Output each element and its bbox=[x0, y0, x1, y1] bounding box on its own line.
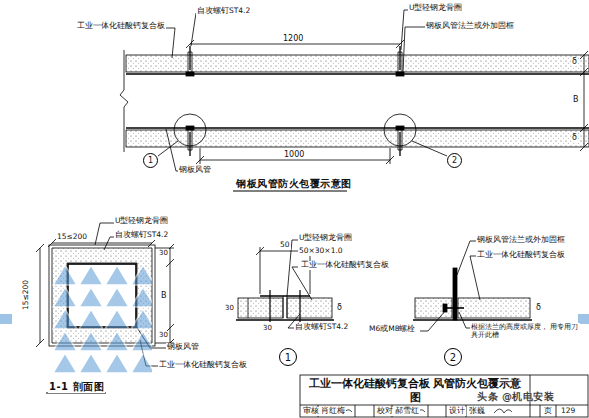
watermark: 头条 @机电安装 bbox=[476, 391, 555, 403]
table-cell: 张巍 bbox=[468, 407, 486, 416]
callout-number: 1 bbox=[148, 156, 153, 165]
dimension: B bbox=[160, 291, 168, 300]
callout-number: 2 bbox=[452, 156, 457, 165]
dimension: 1200 bbox=[282, 34, 304, 43]
dimension: 30 bbox=[262, 324, 273, 332]
table-cell: 校对 bbox=[376, 407, 394, 416]
callout-number: 1 bbox=[285, 352, 291, 363]
detail-callout-circle: 2 bbox=[444, 348, 462, 366]
callout-text: 钢板风管 bbox=[166, 343, 200, 352]
callout-text: 自攻螺钉ST4.2 bbox=[294, 323, 349, 332]
callout-text: 自攻螺钉ST4.2 bbox=[114, 231, 169, 240]
dimension: δ bbox=[336, 303, 343, 312]
callout-text: U型轻钢龙骨圈 bbox=[408, 4, 464, 13]
dimension: 30 bbox=[158, 249, 169, 257]
dimension: δ bbox=[535, 303, 542, 312]
detail-callout-circle: 2 bbox=[447, 153, 462, 168]
callout-number: 2 bbox=[450, 352, 456, 363]
dimension: δ bbox=[571, 133, 578, 142]
detail-callout-circle: 1 bbox=[279, 348, 297, 366]
detail-callout-circle: 1 bbox=[143, 153, 158, 168]
callout-text: 钢板风管法兰或外加固框 bbox=[476, 236, 566, 245]
dimension: B bbox=[572, 95, 580, 104]
dimension: 30 bbox=[224, 304, 235, 312]
callout-text: 钢板风管 bbox=[178, 166, 212, 175]
callout-text: 工业一体化硅酸钙复合板 bbox=[300, 261, 390, 270]
dimension: 50 bbox=[279, 241, 291, 250]
callout-text: 工业一体化硅酸钙复合板 bbox=[158, 361, 248, 370]
table-cell: 肖红梅 bbox=[320, 407, 346, 416]
callout-text: 工业一体化硅酸钙复合板 bbox=[476, 251, 566, 260]
table-cell: 129 bbox=[560, 407, 576, 416]
table-cell: 郝雪红 bbox=[394, 407, 420, 416]
view-title: 钢板风管防火包覆示意图 bbox=[235, 178, 353, 190]
dimension: δ bbox=[571, 57, 578, 66]
table-cell: 审核 bbox=[302, 407, 320, 416]
callout-text: U型轻钢龙骨圈 bbox=[114, 217, 170, 226]
callout-text: 50×30×1.0 bbox=[298, 247, 344, 256]
callout-text: 自攻螺钉ST4.2 bbox=[196, 7, 251, 16]
title-cell: 工业一体化硅酸钙复合板 风管防火包覆示意图 bbox=[300, 375, 530, 407]
callout-text: 工业一体化硅酸钙复合板 bbox=[76, 22, 166, 31]
table-cell: 设计 bbox=[448, 407, 466, 416]
dimension: 15≤200 bbox=[22, 279, 31, 311]
drawing-title: 工业一体化硅酸钙复合板 风管防火包覆示意图 bbox=[304, 377, 526, 405]
table-cell: 页 bbox=[543, 407, 553, 416]
dimension: 15≤200 bbox=[56, 233, 88, 242]
view-title: 1-1 剖面图 bbox=[48, 381, 105, 393]
dimension: 30 bbox=[158, 331, 169, 339]
callout-text: M6或M8螺栓 bbox=[368, 325, 417, 334]
note-text: 根据法兰的高度或厚度， 用专用刀具开此槽 bbox=[470, 323, 580, 339]
callout-text: 钢板风管法兰或外加固框 bbox=[425, 22, 515, 31]
callout-text: U型轻钢龙骨圈 bbox=[298, 234, 354, 243]
dimension: 1000 bbox=[283, 150, 305, 159]
